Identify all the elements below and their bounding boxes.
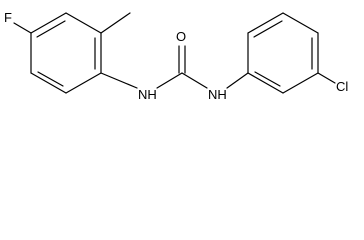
bond bbox=[30, 12, 67, 34]
bond bbox=[181, 72, 208, 89]
bond bbox=[282, 12, 319, 34]
chemical-structure: F O NH NH Cl bbox=[4, 10, 348, 102]
bond bbox=[226, 72, 249, 89]
chloro-bond bbox=[317, 72, 336, 84]
bond bbox=[156, 72, 183, 89]
chlorophenyl-ring bbox=[247, 12, 336, 94]
bond bbox=[30, 72, 67, 94]
bond bbox=[253, 20, 283, 38]
bond bbox=[37, 71, 64, 87]
urea-linker bbox=[100, 45, 249, 89]
chlorine-label: Cl bbox=[336, 79, 348, 94]
bond bbox=[65, 72, 102, 94]
bond bbox=[100, 72, 138, 89]
fluoromethylphenyl-ring bbox=[13, 12, 131, 94]
bond bbox=[36, 20, 66, 38]
methyl-bond bbox=[100, 12, 131, 34]
bond bbox=[247, 12, 284, 34]
fluoro-bond bbox=[13, 22, 32, 34]
bond bbox=[282, 72, 319, 94]
bond bbox=[65, 12, 102, 34]
oxygen-label: O bbox=[176, 29, 186, 44]
amine-right-label: NH bbox=[208, 87, 227, 102]
fluorine-label: F bbox=[4, 10, 12, 25]
amine-left-label: NH bbox=[138, 87, 157, 102]
bond bbox=[247, 72, 284, 94]
bond bbox=[254, 71, 281, 87]
